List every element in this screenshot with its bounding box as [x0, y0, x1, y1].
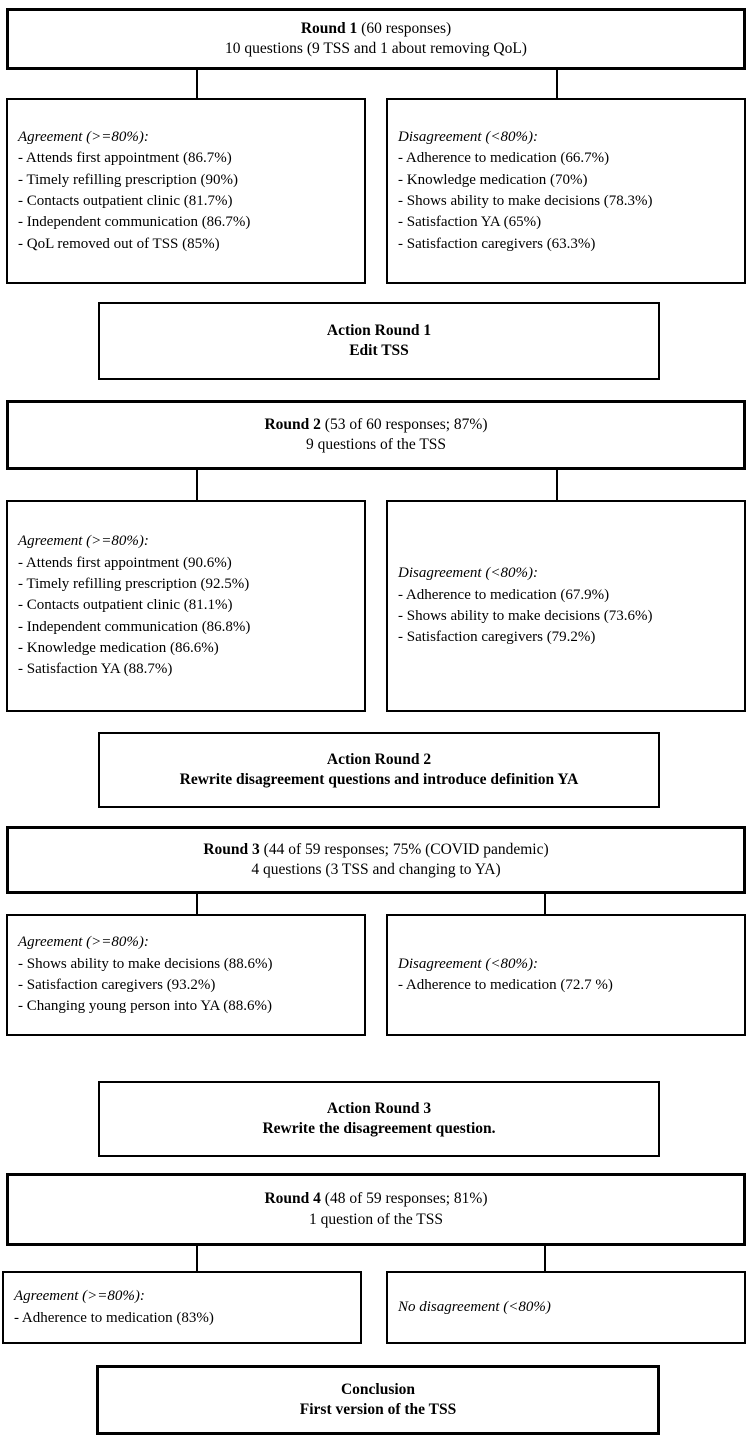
action-round-1-line2: Edit TSS — [349, 342, 409, 359]
action-round-2-line1: Action Round 2 — [326, 750, 432, 768]
list-item: - Satisfaction caregivers (79.2%) — [398, 629, 596, 646]
round-1-header-box: Round 1 (60 responses) 10 questions (9 T… — [6, 8, 746, 70]
connector-round-3-to-disagreement — [544, 894, 546, 914]
list-item: - Knowledge medication (70%) — [398, 171, 588, 188]
round-4-disagreement-box: No disagreement (<80%) — [386, 1271, 746, 1344]
round-2-agreement-box: Agreement (>=80%): - Attends first appoi… — [6, 500, 366, 712]
list-item: - Adherence to medication (83%) — [14, 1309, 214, 1326]
round-3-agreement-heading: Agreement (>=80%): — [18, 934, 149, 951]
list-item: - Adherence to medication (72.7 %) — [398, 977, 613, 993]
list-item: - Satisfaction YA (88.7%) — [18, 661, 173, 678]
round-1-agreement-heading: Agreement (>=80%): — [18, 129, 149, 146]
round-4-disagreement-heading: No disagreement (<80%) — [398, 1298, 551, 1315]
round-3-header-line1: Round 3 (44 of 59 responses; 75% (COVID … — [203, 840, 548, 860]
list-item: - Changing young person into YA (88.6%) — [18, 998, 273, 1015]
connector-round-1-to-disagreement — [556, 70, 558, 98]
round-2-disagreement-box: Disagreement (<80%): - Adherence to medi… — [386, 500, 746, 712]
round-4-header-line2: 1 question of the TSS — [308, 1210, 444, 1228]
round-2-disagreement-heading: Disagreement (<80%): — [398, 565, 538, 582]
action-round-3-box: Action Round 3 Rewrite the disagreement … — [98, 1081, 660, 1157]
round-3-agreement-box: Agreement (>=80%): - Shows ability to ma… — [6, 914, 366, 1036]
round-3-header-rest: (44 of 59 responses; 75% (COVID pandemic… — [259, 840, 549, 858]
round-1-agreement-box: Agreement (>=80%): - Attends first appoi… — [6, 98, 366, 284]
round-1-header-rest: (60 responses) — [357, 19, 452, 37]
list-item: - Knowledge medication (86.6%) — [18, 639, 219, 656]
connector-round-2-to-disagreement — [556, 470, 558, 500]
connector-round-4-to-disagreement — [544, 1246, 546, 1271]
round-2-header-box: Round 2 (53 of 60 responses; 87%) 9 ques… — [6, 400, 746, 470]
list-item: - Attends first appointment (86.7%) — [18, 150, 232, 167]
list-item: - Contacts outpatient clinic (81.7%) — [18, 193, 233, 209]
conclusion-line1: Conclusion — [340, 1380, 416, 1398]
round-3-disagreement-box: Disagreement (<80%): - Adherence to medi… — [386, 914, 746, 1036]
round-2-header-rest: (53 of 60 responses; 87%) — [320, 415, 488, 433]
action-round-3-line2: Rewrite the disagreement question. — [262, 1120, 496, 1137]
list-item: - Contacts outpatient clinic (81.1%) — [18, 597, 233, 614]
list-item: - Shows ability to make decisions (78.3%… — [398, 193, 653, 209]
round-3-title: Round 3 — [203, 840, 260, 858]
round-4-header-line1: Round 4 (48 of 59 responses; 81%) — [264, 1189, 487, 1209]
list-item: - Independent communication (86.8%) — [18, 618, 251, 635]
connector-round-2-to-agreement — [196, 470, 198, 500]
list-item: - Independent communication (86.7%) — [18, 214, 251, 231]
round-1-header-line2: 10 questions (9 TSS and 1 about removing… — [225, 40, 527, 57]
round-2-header-line2: 9 questions of the TSS — [305, 436, 447, 453]
round-2-agreement-heading: Agreement (>=80%): — [18, 533, 149, 550]
list-item: - Shows ability to make decisions (88.6%… — [18, 955, 273, 972]
action-round-1-line1: Action Round 1 — [326, 321, 432, 339]
round-2-title: Round 2 — [264, 415, 321, 433]
round-3-header-line2: 4 questions (3 TSS and changing to YA) — [251, 861, 501, 878]
list-item: - Timely refilling prescription (92.5%) — [18, 576, 250, 593]
round-3-header-box: Round 3 (44 of 59 responses; 75% (COVID … — [6, 826, 746, 894]
connector-round-1-to-agreement — [196, 70, 198, 98]
list-item: - Shows ability to make decisions (73.6%… — [398, 608, 653, 624]
list-item: - Timely refilling prescription (90%) — [18, 171, 238, 188]
round-1-header-line1: Round 1 (60 responses) — [301, 19, 451, 39]
connector-round-4-to-agreement — [196, 1246, 198, 1271]
list-item: - Adherence to medication (67.9%) — [398, 586, 610, 603]
round-4-title: Round 4 — [264, 1190, 321, 1208]
action-round-1-box: Action Round 1 Edit TSS — [98, 302, 660, 380]
round-3-disagreement-heading: Disagreement (<80%): — [398, 955, 538, 972]
conclusion-line2: First version of the TSS — [299, 1401, 457, 1418]
list-item: - Satisfaction YA (65%) — [398, 214, 542, 231]
action-round-2-line2: Rewrite disagreement questions and intro… — [179, 771, 579, 788]
list-item: - Satisfaction caregivers (93.2%) — [18, 977, 216, 993]
round-4-header-rest: (48 of 59 responses; 81%) — [320, 1190, 488, 1208]
round-4-agreement-box: Agreement (>=80%): - Adherence to medica… — [2, 1271, 362, 1344]
list-item: - Satisfaction caregivers (63.3%) — [398, 235, 596, 252]
action-round-3-line1: Action Round 3 — [326, 1099, 432, 1117]
conclusion-box: Conclusion First version of the TSS — [96, 1365, 660, 1435]
list-item: - Adherence to medication (66.7%) — [398, 150, 610, 167]
round-4-agreement-heading: Agreement (>=80%): — [14, 1288, 145, 1305]
round-2-header-line1: Round 2 (53 of 60 responses; 87%) — [264, 415, 487, 435]
round-1-disagreement-heading: Disagreement (<80%): — [398, 129, 538, 146]
round-1-disagreement-box: Disagreement (<80%): - Adherence to medi… — [386, 98, 746, 284]
round-4-header-box: Round 4 (48 of 59 responses; 81%) 1 ques… — [6, 1173, 746, 1246]
connector-round-3-to-agreement — [196, 894, 198, 914]
list-item: - QoL removed out of TSS (85%) — [18, 235, 220, 252]
action-round-2-box: Action Round 2 Rewrite disagreement ques… — [98, 732, 660, 808]
list-item: - Attends first appointment (90.6%) — [18, 554, 232, 571]
round-1-title: Round 1 — [300, 19, 358, 37]
